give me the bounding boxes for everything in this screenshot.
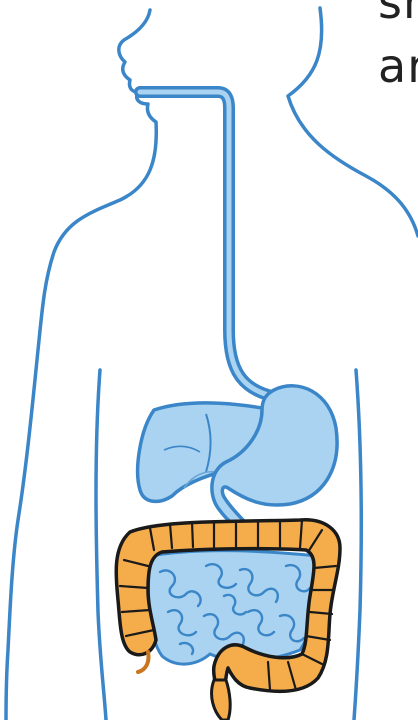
right-arm-inner bbox=[354, 370, 361, 720]
left-arm-inner bbox=[96, 370, 106, 720]
esophagus bbox=[140, 92, 282, 398]
right-neck-shoulder bbox=[288, 8, 418, 236]
rectum bbox=[212, 680, 231, 720]
